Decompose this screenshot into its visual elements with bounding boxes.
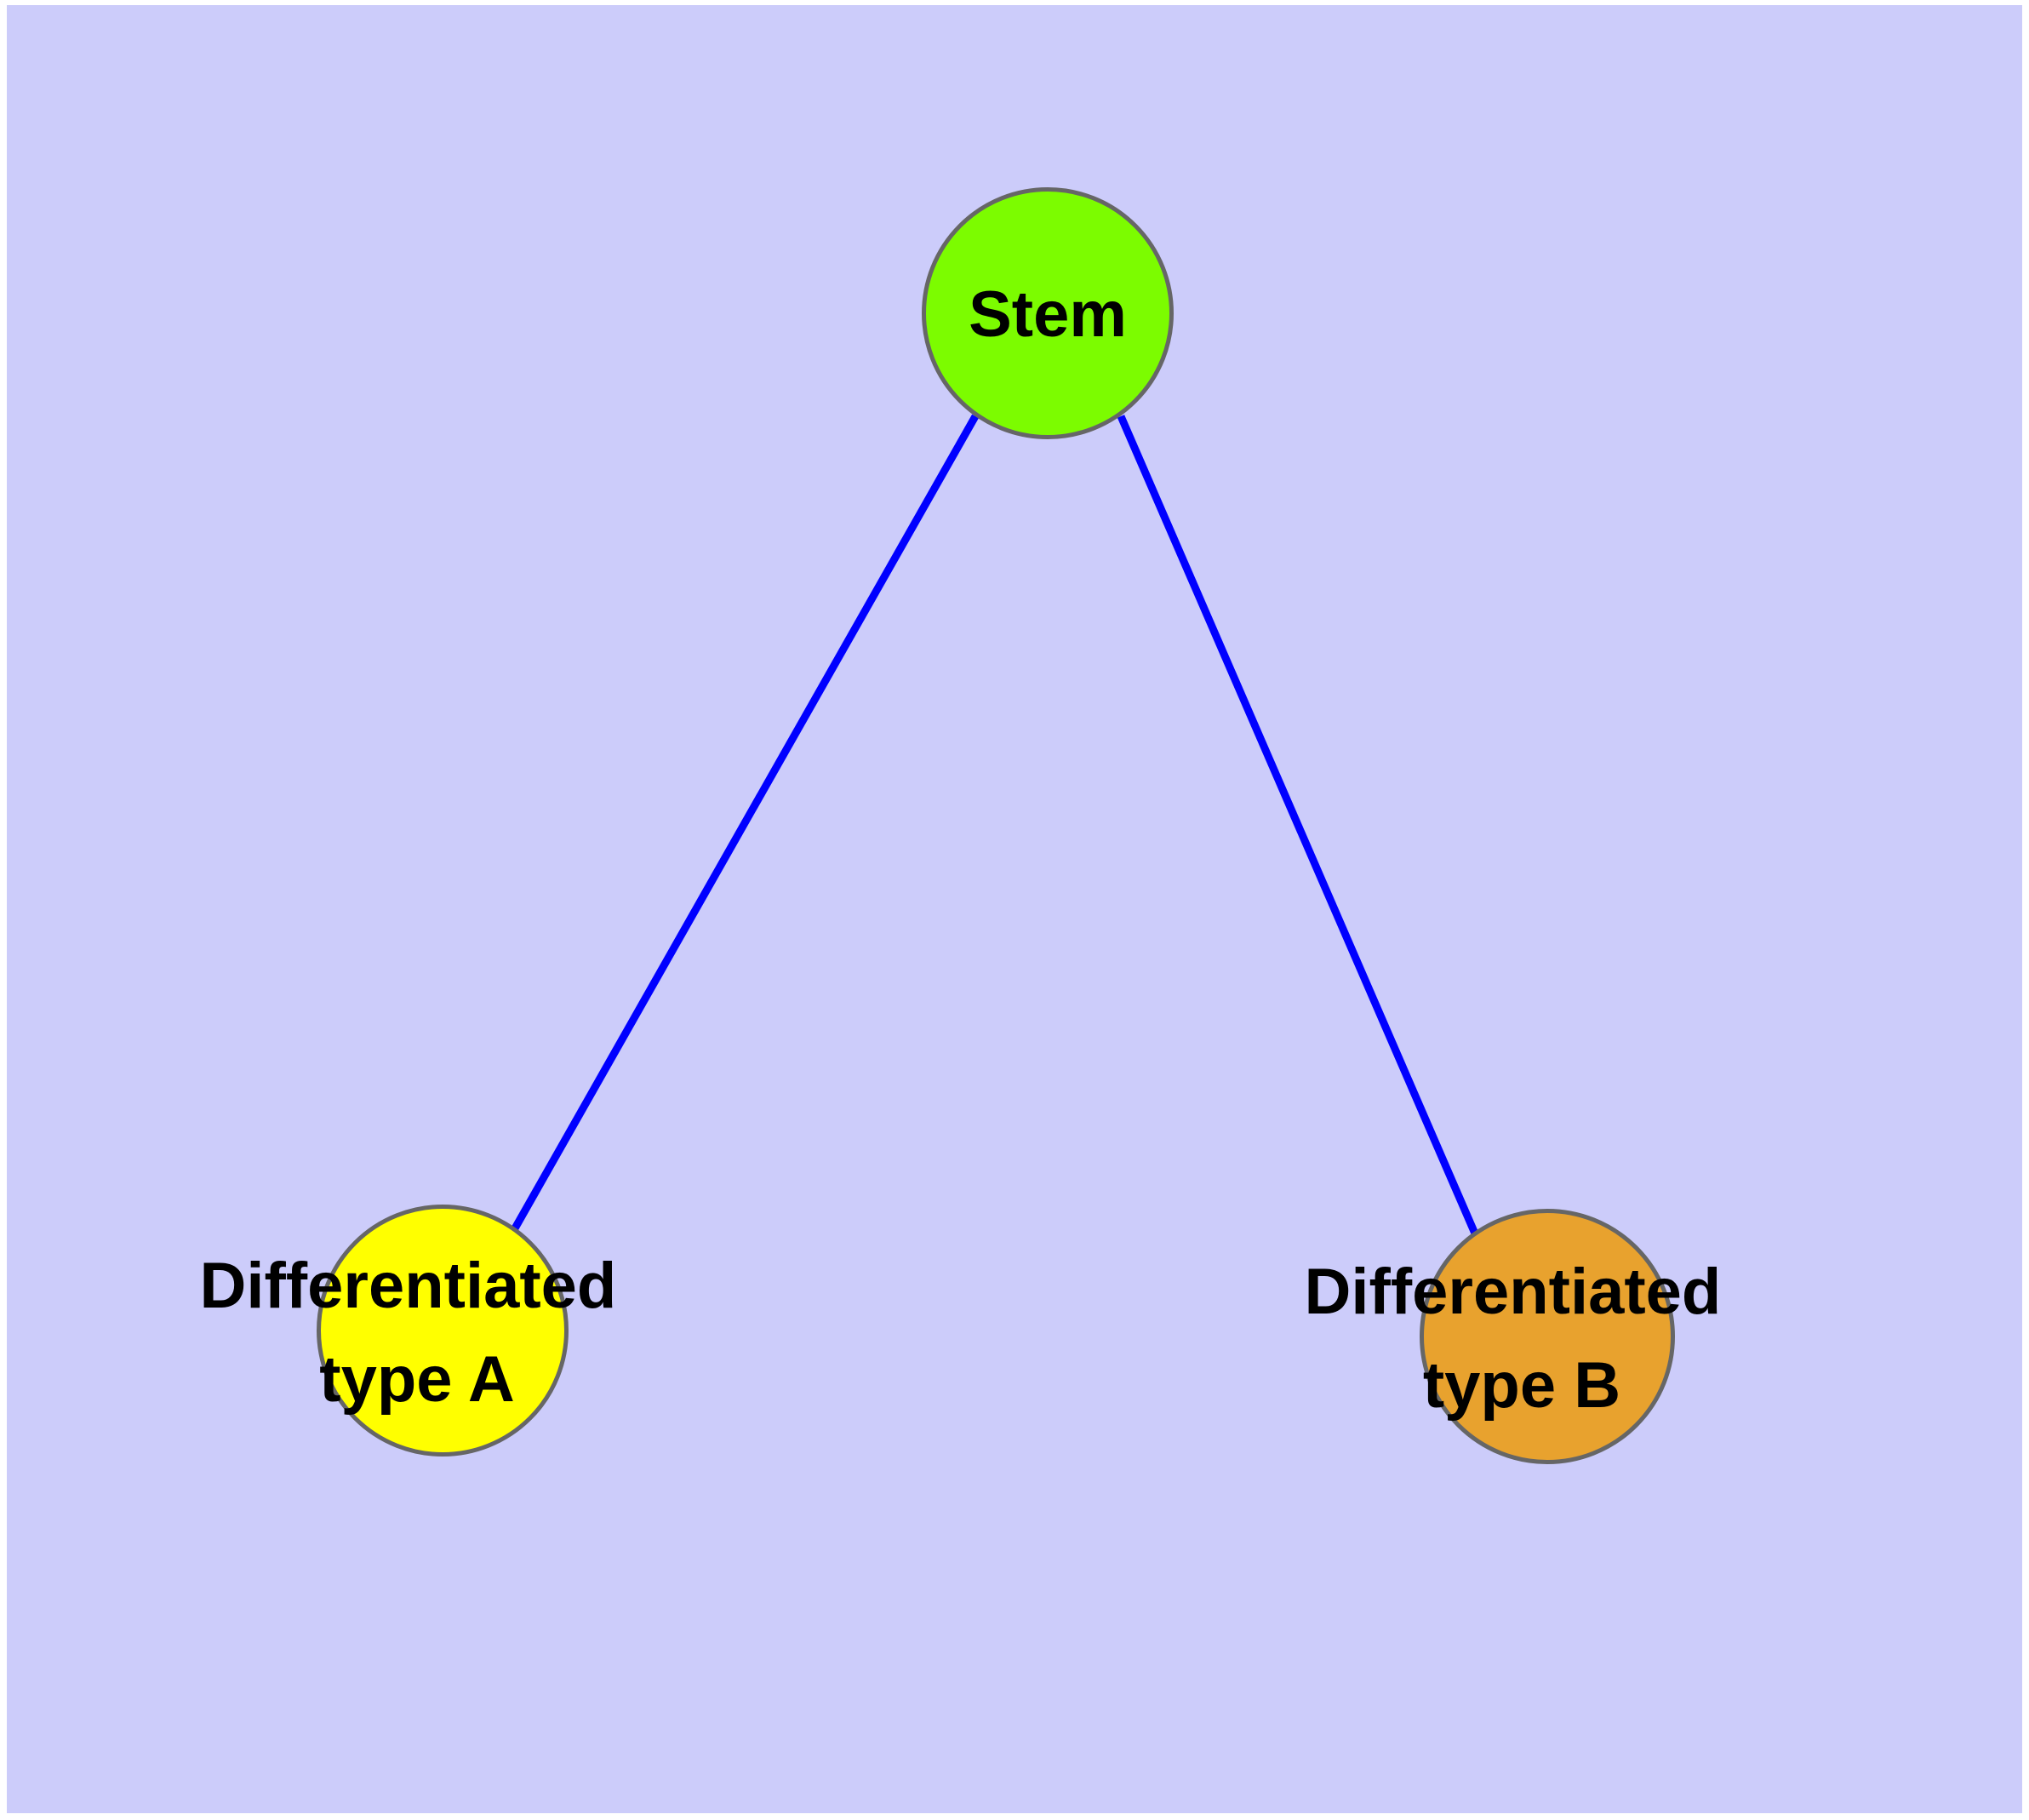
node-label-line-2: type B [1423, 1349, 1620, 1422]
node-label-line-2: type A [319, 1343, 514, 1416]
node-differentiated-type-b[interactable] [1420, 1209, 1675, 1464]
node-label-line-1: Differentiated [200, 1250, 617, 1322]
node-label-differentiated-type-b: Differentiated type B [1305, 1256, 1740, 1422]
node-circle-stem[interactable] [922, 187, 1174, 439]
node-label-group: Stem Differentiated type A Differentiate… [200, 278, 1740, 1422]
node-label-differentiated-type-a: Differentiated type A [200, 1250, 635, 1416]
node-differentiated-type-a[interactable] [317, 1205, 569, 1457]
node-label-stem: Stem [969, 278, 1127, 351]
edge-group [512, 414, 1479, 1235]
node-stem[interactable] [922, 187, 1174, 439]
edge-stem-to-differentiated-type-b[interactable] [1117, 415, 1479, 1235]
node-circle-differentiated-type-a[interactable] [317, 1205, 569, 1457]
edge-stem-to-differentiated-type-a[interactable] [512, 414, 979, 1231]
node-circle-differentiated-type-b[interactable] [1420, 1209, 1675, 1464]
node-label-line-1: Differentiated [1305, 1256, 1722, 1328]
